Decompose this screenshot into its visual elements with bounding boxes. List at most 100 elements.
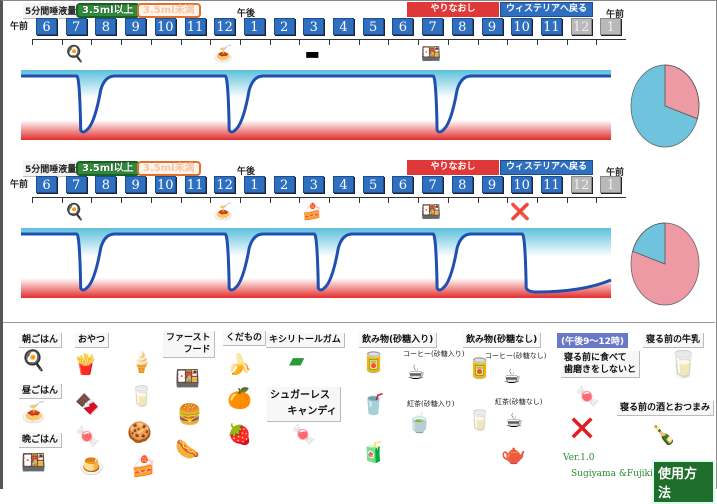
hour-button[interactable]: 8 bbox=[95, 176, 117, 193]
orange-juice-item[interactable]: 🧃 bbox=[361, 440, 386, 464]
hour-button[interactable]: 3 bbox=[303, 176, 325, 193]
dinner-item[interactable]: 🍱 bbox=[21, 450, 46, 474]
hour-button[interactable]: 12 bbox=[570, 176, 592, 193]
hour-button[interactable]: 1 bbox=[243, 18, 265, 35]
tea-sugar-item[interactable]: 🍵 bbox=[407, 410, 432, 434]
coffee-sugar-item[interactable]: ☕ bbox=[407, 360, 425, 384]
castella-item[interactable]: 🍰 bbox=[131, 454, 156, 478]
label-coffee-nosugar: コーヒー(砂糖なし) bbox=[485, 352, 547, 360]
sausage-item[interactable]: 🌭 bbox=[175, 437, 200, 461]
teapot-item[interactable]: 🫖 bbox=[501, 442, 526, 466]
legend-below-button[interactable]: 3.5ml未満 bbox=[137, 161, 201, 176]
hour-button[interactable]: 11 bbox=[540, 176, 562, 193]
yogurt-item[interactable]: 🥛 bbox=[129, 384, 154, 408]
legend-above-button[interactable]: 3.5ml以上 bbox=[76, 161, 140, 176]
hour-button[interactable]: 6 bbox=[392, 176, 414, 193]
hour-button[interactable]: 7 bbox=[422, 18, 444, 35]
hour-button[interactable]: 2 bbox=[273, 18, 295, 35]
redo-button[interactable]: やりなおし bbox=[407, 160, 499, 175]
xylitol-gum-item[interactable]: ▰ bbox=[289, 348, 305, 372]
canned-coffee-item[interactable]: 🥫 bbox=[361, 350, 386, 374]
hour-button[interactable]: 12 bbox=[570, 18, 592, 35]
candy-item[interactable]: 🍬 bbox=[75, 424, 100, 448]
axis-tick bbox=[388, 39, 390, 45]
timeline-food-xylitol-gum[interactable]: ▬ bbox=[304, 44, 320, 63]
cola-item[interactable]: 🥤 bbox=[361, 392, 386, 416]
hour-button[interactable]: 10 bbox=[511, 176, 533, 193]
hour-button[interactable]: 1 bbox=[600, 176, 622, 193]
axis-tick bbox=[91, 39, 93, 45]
hour-button[interactable]: 12 bbox=[214, 176, 236, 193]
hour-button[interactable]: 4 bbox=[333, 18, 354, 35]
hour-button[interactable]: 9 bbox=[125, 18, 147, 35]
timeline-food-breakfast[interactable]: 🍳 bbox=[64, 44, 85, 63]
howto-button[interactable]: 使用方法 bbox=[652, 460, 715, 504]
hour-button[interactable]: 3 bbox=[303, 18, 325, 35]
orange-item[interactable]: 🍊 bbox=[227, 386, 252, 410]
chips-item[interactable]: 🍟 bbox=[73, 352, 98, 376]
hour-button[interactable]: 6 bbox=[36, 176, 57, 193]
hour-button[interactable]: 6 bbox=[36, 18, 57, 35]
cookies-item[interactable]: 🍪 bbox=[127, 420, 152, 444]
hour-button[interactable]: 5 bbox=[362, 176, 384, 193]
risk-pie-chart-top bbox=[630, 64, 700, 148]
chocolate-item[interactable]: 🍫 bbox=[75, 392, 100, 416]
hour-button[interactable]: 4 bbox=[333, 176, 354, 193]
hamburger-item[interactable]: 🍔 bbox=[177, 402, 202, 426]
axis-tick bbox=[418, 39, 420, 45]
strawberry-item[interactable]: 🍓 bbox=[227, 422, 252, 446]
timeline-food-dinner[interactable]: 🍱 bbox=[421, 202, 442, 221]
hour-button[interactable]: 7 bbox=[65, 176, 87, 193]
timeline-food-dinner[interactable]: 🍱 bbox=[421, 44, 442, 63]
timeline-food-castella[interactable]: 🍰 bbox=[302, 202, 323, 221]
hour-button[interactable]: 10 bbox=[154, 176, 176, 193]
hour-button[interactable]: 9 bbox=[125, 176, 147, 193]
legend-below-button[interactable]: 3.5ml未満 bbox=[137, 3, 201, 18]
green-tea-can-item[interactable]: 🥫 bbox=[467, 356, 492, 380]
time-axis bbox=[32, 197, 626, 198]
hour-button[interactable]: 10 bbox=[154, 18, 176, 35]
tea-nosugar-item[interactable]: ☕ bbox=[505, 408, 523, 432]
hour-button[interactable]: 8 bbox=[451, 176, 473, 193]
hour-button[interactable]: 9 bbox=[481, 18, 503, 35]
timeline-food-lunch[interactable]: 🍝 bbox=[213, 44, 234, 63]
hour-button[interactable]: 8 bbox=[95, 18, 117, 35]
banana-item[interactable]: 🍌 bbox=[227, 352, 252, 376]
timeline-food-breakfast[interactable]: 🍳 bbox=[64, 202, 85, 221]
hour-button[interactable]: 11 bbox=[540, 18, 562, 35]
breakfast-item[interactable]: 🍳 bbox=[21, 348, 46, 372]
saliva-legend-title: 5分間唾液量 bbox=[23, 161, 79, 177]
milk-item[interactable]: 🥛 bbox=[467, 408, 492, 432]
hour-button[interactable]: 2 bbox=[273, 176, 295, 193]
hour-button[interactable]: 1 bbox=[243, 176, 265, 193]
hour-button[interactable]: 6 bbox=[392, 18, 414, 35]
axis-tick bbox=[32, 197, 33, 203]
hour-button[interactable]: 12 bbox=[214, 18, 236, 35]
hour-button[interactable]: 8 bbox=[451, 18, 473, 35]
hour-button[interactable]: 10 bbox=[511, 18, 533, 35]
axis-tick bbox=[32, 39, 33, 45]
hour-button[interactable]: 9 bbox=[481, 176, 503, 193]
timeline-food-no-brushing-before-bed[interactable]: ❌ bbox=[510, 202, 531, 221]
bedtime-milk-item[interactable]: 🥛 bbox=[667, 350, 700, 380]
bedtime-alcohol-item[interactable]: 🍾 bbox=[651, 422, 676, 446]
no-brush-item[interactable]: ✕ bbox=[567, 409, 598, 450]
bento-item[interactable]: 🍱 bbox=[175, 366, 200, 390]
hour-button[interactable]: 7 bbox=[422, 176, 444, 193]
lunch-item[interactable]: 🍝 bbox=[21, 400, 46, 424]
back-to-wisteria-button[interactable]: ウィステリアへ戻る bbox=[500, 2, 593, 17]
bedtime-candy-item[interactable]: 🍬 bbox=[575, 384, 600, 408]
hour-button[interactable]: 1 bbox=[600, 18, 622, 35]
hour-button[interactable]: 7 bbox=[65, 18, 87, 35]
hour-button[interactable]: 11 bbox=[184, 18, 206, 35]
sugarless-candy-item[interactable]: 🍬 bbox=[291, 422, 316, 446]
timeline-food-lunch[interactable]: 🍝 bbox=[213, 202, 234, 221]
back-to-wisteria-button[interactable]: ウィステリアへ戻る bbox=[500, 160, 593, 175]
pudding-item[interactable]: 🍮 bbox=[79, 454, 104, 478]
coffee-nosugar-item[interactable]: ☕ bbox=[503, 364, 521, 388]
icecream-item[interactable]: 🍦 bbox=[129, 350, 154, 374]
redo-button[interactable]: やりなおし bbox=[407, 2, 499, 17]
hour-button[interactable]: 11 bbox=[184, 176, 206, 193]
hour-button[interactable]: 5 bbox=[362, 18, 384, 35]
legend-above-button[interactable]: 3.5ml以上 bbox=[76, 3, 140, 18]
